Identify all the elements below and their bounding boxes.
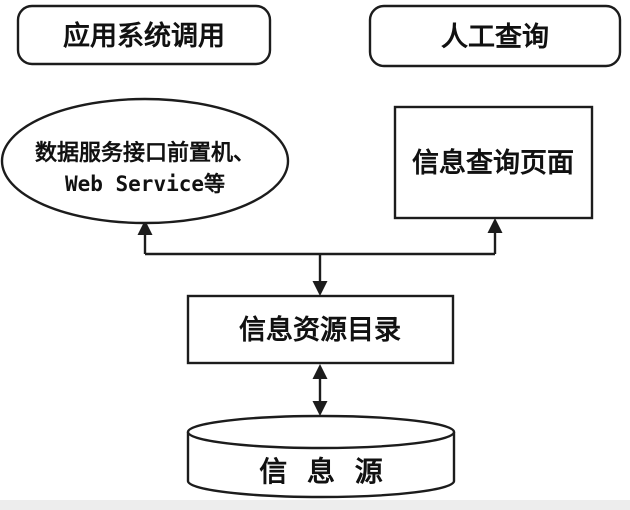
node-info-resource-catalog: 信息资源目录 bbox=[186, 294, 455, 365]
info-resource-catalog-label: 信息资源目录 bbox=[239, 314, 401, 345]
data-service-label-line2: Web Service等 bbox=[65, 172, 225, 196]
node-app-system-call: 应用系统调用 bbox=[16, 4, 272, 66]
info-source-label: 信 息 源 bbox=[259, 455, 389, 487]
app-system-call-label: 应用系统调用 bbox=[63, 20, 225, 51]
node-info-source: 信 息 源 bbox=[186, 414, 456, 499]
arrowhead-up bbox=[312, 364, 328, 379]
node-manual-query: 人工查询 bbox=[368, 4, 622, 68]
arrowhead-down bbox=[312, 401, 328, 416]
node-data-service-frontend: 数据服务接口前置机、 Web Service等 bbox=[0, 97, 290, 225]
arrowhead-down-center bbox=[312, 281, 328, 296]
data-service-ellipse bbox=[0, 97, 290, 225]
arrowhead-up-left bbox=[137, 220, 153, 235]
manual-query-box bbox=[368, 4, 622, 68]
arrowhead-up-right bbox=[487, 218, 503, 233]
info-resource-catalog-box bbox=[186, 294, 455, 365]
info-source-cylinder-body bbox=[186, 432, 456, 499]
node-info-query-page: 信息查询页面 bbox=[393, 105, 594, 220]
info-query-page-label: 信息查询页面 bbox=[412, 147, 574, 178]
manual-query-label: 人工查询 bbox=[441, 22, 549, 52]
connector-catalog-source bbox=[312, 364, 328, 416]
app-system-call-box bbox=[16, 4, 272, 66]
data-service-label-line1: 数据服务接口前置机、 bbox=[35, 140, 255, 165]
info-source-cylinder-top bbox=[186, 414, 456, 450]
bottom-strip bbox=[0, 500, 630, 510]
connector-bus bbox=[137, 218, 503, 296]
info-query-page-box bbox=[393, 105, 594, 220]
